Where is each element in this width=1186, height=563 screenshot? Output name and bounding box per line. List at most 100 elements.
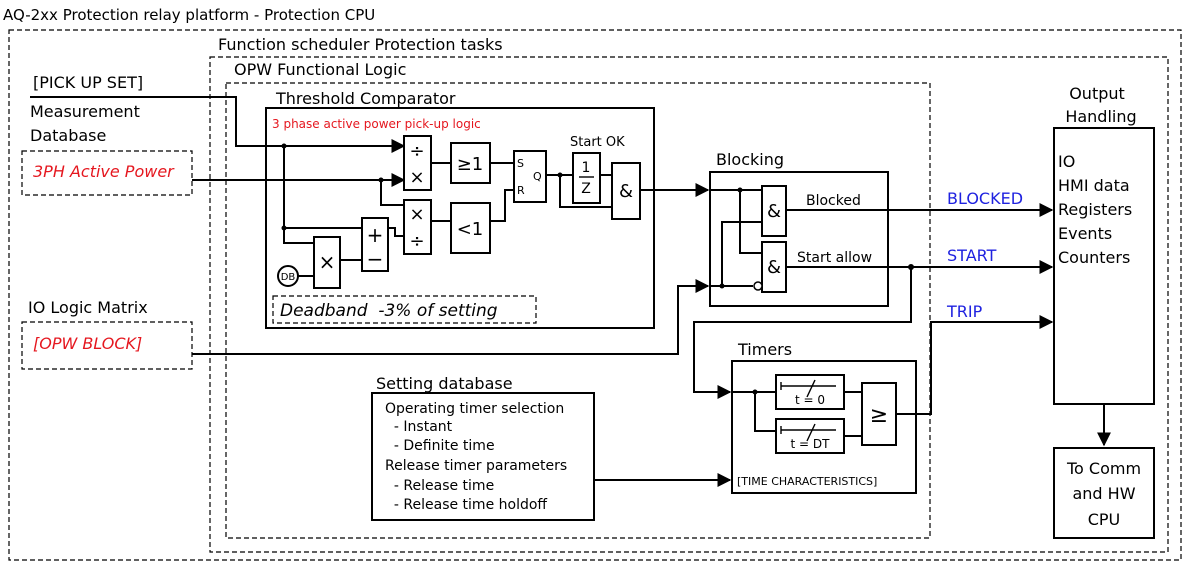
lt1-symbol: <1 xyxy=(457,219,484,240)
active-power-box xyxy=(21,150,193,196)
start-output-label: START xyxy=(947,246,997,265)
comm-cpu-box xyxy=(1053,447,1155,539)
instant-timer-slash xyxy=(806,379,816,398)
pickup-branch-wire-2 xyxy=(283,228,314,244)
output-item-hmi: HMI data xyxy=(1058,176,1130,195)
scheduler-label: Function scheduler Protection tasks xyxy=(218,35,503,54)
t-zero-label: t = 0 xyxy=(795,393,825,407)
sr-q-label: Q xyxy=(533,170,542,183)
diagram-title: AQ-2xx Protection relay platform - Prote… xyxy=(3,6,375,24)
definite-timer-slash xyxy=(806,423,816,442)
setting-db-line-3: - Definite time xyxy=(385,438,495,454)
output-handling-box xyxy=(1053,127,1155,405)
setting-db-line-1: Operating timer selection xyxy=(385,401,564,417)
pickup-set-label: [PICK UP SET] xyxy=(33,73,143,92)
start-allow-label: Start allow xyxy=(797,250,872,266)
divide-symbol-2: ÷ xyxy=(409,231,424,252)
blocked-output-label: BLOCKED xyxy=(947,189,1023,208)
block-signal-wire xyxy=(192,279,710,355)
opw-block-box xyxy=(21,321,193,370)
functional-logic-label: OPW Functional Logic xyxy=(234,60,406,79)
functional-logic-frame xyxy=(225,82,931,539)
junction-dot xyxy=(281,143,287,149)
output-item-counters: Counters xyxy=(1058,248,1130,267)
lt1-block xyxy=(450,202,491,254)
protection-cpu-frame xyxy=(8,29,1182,561)
deadband-label: Deadband -3% of setting xyxy=(280,301,498,321)
ge1-block xyxy=(450,142,491,184)
start-to-timer-wire xyxy=(693,267,912,399)
minus-symbol: − xyxy=(367,247,384,271)
divide-multiply-block-1 xyxy=(403,135,432,191)
multiply-symbol-2: × xyxy=(409,204,424,225)
measurement-db-label-1: Measurement xyxy=(30,102,140,121)
blocking-branch-2 xyxy=(721,221,762,286)
inverter-denominator: Z xyxy=(581,181,591,197)
divide-multiply-block-2 xyxy=(403,199,432,255)
multiply-symbol-3: × xyxy=(319,250,336,274)
setting-db-line-6: - Release time holdoff xyxy=(385,497,547,513)
q-branch-wire xyxy=(559,175,612,208)
comm-line-1: To Comm xyxy=(1066,459,1141,478)
subtract-block xyxy=(361,217,389,272)
output-item-registers: Registers xyxy=(1058,200,1132,219)
inverter-numerator: 1 xyxy=(582,160,591,176)
start-ok-label: Start OK xyxy=(570,135,625,150)
start-allow-and-symbol: & xyxy=(767,257,781,278)
setting-db-title: Setting database xyxy=(376,374,513,393)
lt1-to-r-wire xyxy=(490,189,514,222)
start-ok-and-gate xyxy=(611,162,641,220)
deadband-box xyxy=(272,295,537,324)
sr-r-label: R xyxy=(517,184,525,197)
trip-output-label: TRIP xyxy=(946,302,983,321)
deadband-node xyxy=(277,265,299,287)
trip-output-wire xyxy=(896,315,1054,415)
output-handling-title-2: Handling xyxy=(1065,107,1136,126)
scheduler-frame xyxy=(209,56,1169,553)
blocked-and-symbol: & xyxy=(767,201,781,222)
multiply-block xyxy=(313,236,341,289)
blocked-label: Blocked xyxy=(806,193,861,209)
measurement-db-label-2: Database xyxy=(30,126,106,145)
output-item-events: Events xyxy=(1058,224,1112,243)
t-dt-label: t = DT xyxy=(791,437,831,451)
divide-symbol-1: ÷ xyxy=(409,141,424,162)
opw-block-label: [OPW BLOCK] xyxy=(33,334,142,353)
pickup-wire xyxy=(30,96,406,153)
active-power-label: 3PH Active Power xyxy=(33,162,175,181)
io-logic-matrix-label: IO Logic Matrix xyxy=(28,298,148,317)
sr-s-label: S xyxy=(517,157,524,170)
deadband-node-label: DB xyxy=(281,272,296,283)
sr-latch-block xyxy=(513,150,547,203)
start-ok-and-symbol: & xyxy=(619,181,633,202)
junction-dot xyxy=(719,283,725,289)
ge1-symbol: ≥1 xyxy=(457,154,484,175)
blocking-title: Blocking xyxy=(716,150,784,169)
output-item-io: IO xyxy=(1058,152,1075,171)
plus-symbol: + xyxy=(367,223,384,247)
start-allow-and-gate xyxy=(761,241,787,293)
sub-to-div-wire xyxy=(388,227,404,237)
comm-line-2: and HW xyxy=(1072,484,1135,503)
multiply-symbol-1: × xyxy=(409,167,424,188)
setting-db-line-4: Release timer parameters xyxy=(385,458,567,474)
junction-dot xyxy=(557,172,563,178)
threshold-title: Threshold Comparator xyxy=(275,89,456,108)
timer-branch-wire xyxy=(754,392,776,432)
threshold-subtitle: 3 phase active power pick-up logic xyxy=(272,117,481,131)
timer-ge-symbol: ≥ xyxy=(870,403,888,428)
setting-db-line-2: - Instant xyxy=(385,419,453,435)
blocking-branch-1 xyxy=(739,190,762,254)
inverted-input-dot xyxy=(753,281,763,291)
timers-title: Timers xyxy=(737,340,792,359)
power-branch-wire xyxy=(380,180,404,206)
junction-dot xyxy=(908,264,914,270)
setting-db-line-5: - Release time xyxy=(385,478,494,494)
timer-or-gate xyxy=(861,382,897,446)
junction-dot xyxy=(752,389,758,395)
junction-dot xyxy=(281,225,287,231)
junction-dot xyxy=(737,187,743,193)
setting-db-box xyxy=(371,392,595,521)
output-handling-title-1: Output xyxy=(1069,84,1125,103)
inverter-block xyxy=(572,152,601,204)
